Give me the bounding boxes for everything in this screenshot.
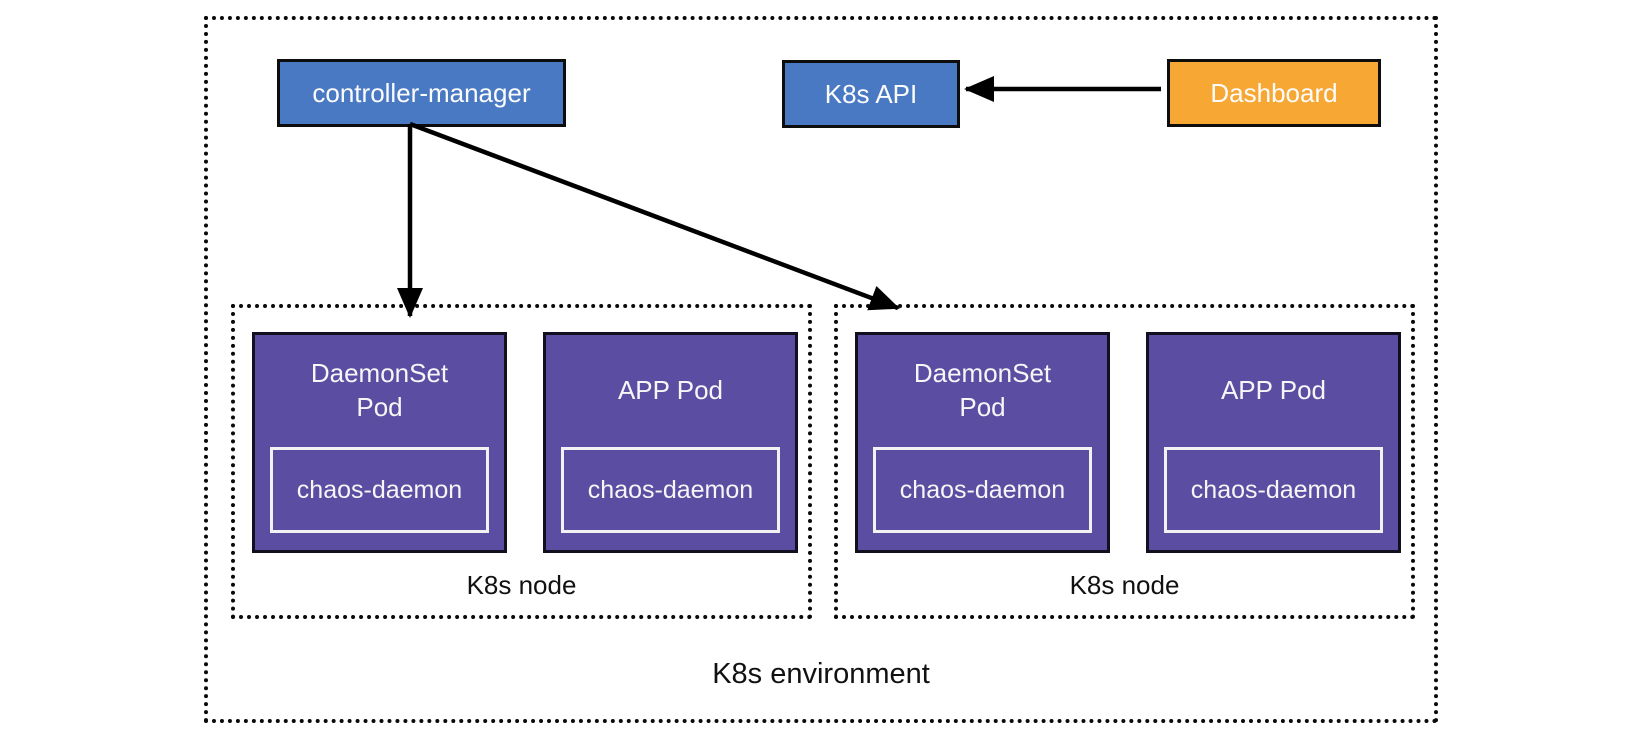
chaos-daemon-label: chaos-daemon [1190,475,1357,504]
daemonset-pod-title: DaemonSet Pod [310,358,449,422]
chaos-daemon-label: chaos-daemon [587,475,754,504]
k8s-environment-box: controller-manager K8s API Dashboard Dae… [204,16,1438,723]
app-pod-title: APP Pod [617,375,724,406]
k8s-environment-label: K8s environment [712,658,930,690]
k8s-node-label: K8s node [466,570,577,600]
controller-manager-box: controller-manager [277,59,566,127]
chaos-daemon-label: chaos-daemon [899,475,1066,504]
k8s-node-label: K8s node [1069,570,1180,600]
chaos-daemon-label: chaos-daemon [296,475,463,504]
daemonset-pod-box: DaemonSet Pod chaos-daemon [252,332,507,553]
chaos-daemon-box: chaos-daemon [561,447,780,533]
k8s-node-box-2: DaemonSet Pod chaos-daemon APP Pod chaos… [834,304,1415,619]
k8s-api-label: K8s API [824,78,918,109]
daemonset-pod-title: DaemonSet Pod [913,358,1052,422]
app-pod-title: APP Pod [1220,375,1327,406]
app-pod-box: APP Pod chaos-daemon [543,332,798,553]
dashboard-box: Dashboard [1167,59,1381,127]
k8s-node-box-1: DaemonSet Pod chaos-daemon APP Pod chaos… [231,304,812,619]
controller-manager-label: controller-manager [312,77,531,108]
dashboard-label: Dashboard [1210,77,1338,108]
daemonset-pod-box: DaemonSet Pod chaos-daemon [855,332,1110,553]
k8s-api-box: K8s API [782,60,960,128]
chaos-daemon-box: chaos-daemon [270,447,489,533]
chaos-daemon-box: chaos-daemon [873,447,1092,533]
app-pod-box: APP Pod chaos-daemon [1146,332,1401,553]
chaos-daemon-box: chaos-daemon [1164,447,1383,533]
